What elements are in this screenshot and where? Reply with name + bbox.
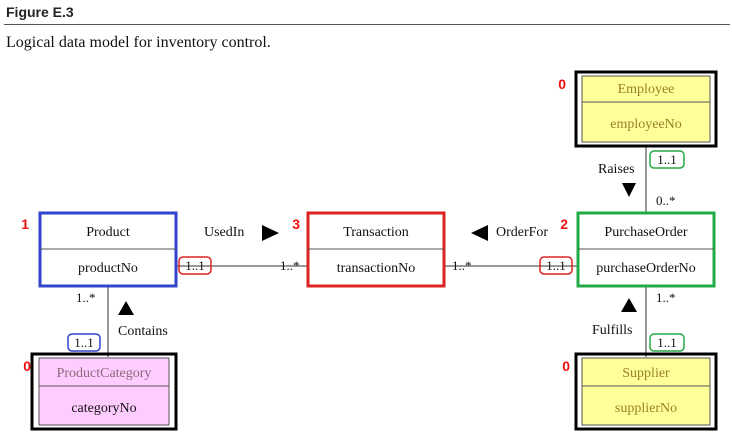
product-name: Product bbox=[86, 225, 130, 240]
transaction-key: transactionNo bbox=[337, 261, 416, 276]
fulfills-bottom-mult: 1..1 bbox=[657, 335, 677, 350]
contains-bottom-mult-box bbox=[67, 333, 101, 352]
raises-top-mult-box bbox=[649, 150, 685, 169]
raises-bottom-mult: 0..* bbox=[656, 193, 676, 208]
marker-product-category: 0 bbox=[23, 358, 31, 374]
raises-arrow-icon bbox=[622, 183, 636, 197]
supplier-key: supplierNo bbox=[615, 401, 677, 416]
used-in-right-mult: 1..* bbox=[280, 258, 300, 273]
entity-supplier[interactable]: Supplier supplierNo bbox=[574, 352, 718, 431]
figure-label: Figure E.3 bbox=[6, 4, 74, 20]
entity-product[interactable]: Product productNo bbox=[38, 211, 178, 288]
marker-product: 1 bbox=[21, 216, 29, 232]
figure-rule bbox=[4, 24, 730, 25]
marker-transaction: 3 bbox=[292, 216, 300, 232]
marker-employee: 0 bbox=[558, 76, 566, 92]
supplier-name: Supplier bbox=[622, 366, 670, 381]
product-key: productNo bbox=[78, 261, 138, 276]
used-in-arrow-icon bbox=[262, 225, 279, 241]
used-in-label: UsedIn bbox=[204, 225, 244, 240]
contains-label: Contains bbox=[118, 324, 168, 339]
fulfills-label: Fulfills bbox=[592, 323, 632, 338]
contains-arrow-icon bbox=[118, 301, 134, 315]
raises-label: Raises bbox=[598, 162, 635, 177]
fulfills-bottom-mult-box bbox=[649, 333, 685, 352]
order-for-right-mult: 1..1 bbox=[546, 258, 566, 273]
figure-caption: Logical data model for inventory control… bbox=[6, 34, 271, 51]
marker-supplier: 0 bbox=[562, 358, 570, 374]
contains-top-mult: 1..* bbox=[76, 290, 96, 305]
order-for-left-mult: 1..* bbox=[452, 258, 472, 273]
order-for-label: OrderFor bbox=[496, 225, 548, 240]
entity-purchase-order[interactable]: PurchaseOrder purchaseOrderNo bbox=[576, 211, 716, 288]
used-in-left-mult: 1..1 bbox=[185, 258, 205, 273]
employee-key: employeeNo bbox=[610, 117, 682, 132]
entity-employee[interactable]: Employee employeeNo bbox=[574, 70, 718, 148]
product-category-key: categoryNo bbox=[71, 401, 136, 416]
entity-transaction[interactable]: Transaction transactionNo bbox=[306, 211, 446, 288]
used-in-left-mult-box bbox=[178, 256, 212, 275]
product-category-name: ProductCategory bbox=[57, 366, 152, 381]
purchase-order-key: purchaseOrderNo bbox=[596, 261, 696, 276]
order-for-arrow-icon bbox=[471, 225, 488, 241]
marker-purchase-order: 2 bbox=[560, 216, 568, 232]
entity-product-category[interactable]: ProductCategory categoryNo bbox=[30, 352, 178, 431]
order-for-right-mult-box bbox=[539, 256, 573, 275]
employee-name: Employee bbox=[618, 82, 675, 97]
transaction-name: Transaction bbox=[343, 225, 409, 240]
fulfills-top-mult: 1..* bbox=[656, 290, 676, 305]
purchase-order-name: PurchaseOrder bbox=[604, 225, 688, 240]
raises-top-mult: 1..1 bbox=[657, 152, 677, 167]
fulfills-arrow-icon bbox=[621, 298, 637, 312]
contains-bottom-mult: 1..1 bbox=[74, 335, 94, 350]
